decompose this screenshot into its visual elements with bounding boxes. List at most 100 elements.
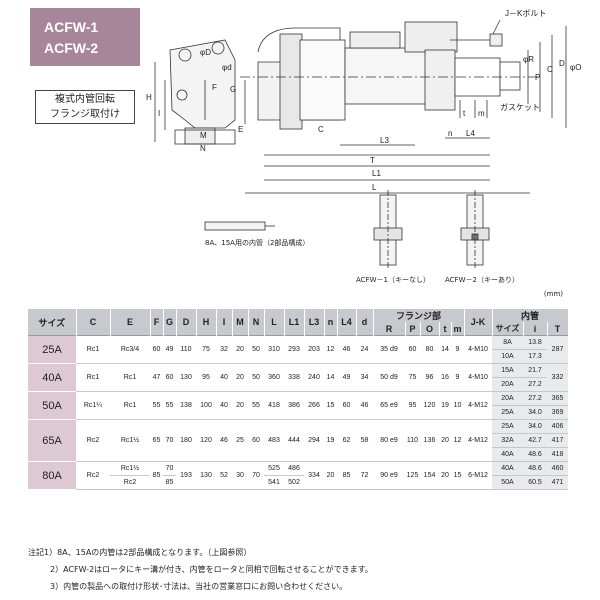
label-d-v: D xyxy=(559,59,565,68)
cell-r: 50 d9 xyxy=(373,363,405,392)
label-c-v: C xyxy=(547,65,553,74)
label-t-small: t xyxy=(463,109,466,118)
label-h: H xyxy=(146,93,152,102)
th-c: C xyxy=(76,309,111,336)
cell-r: 65 e9 xyxy=(373,391,405,420)
th-p: P xyxy=(405,322,421,336)
cell-d: 130 xyxy=(176,363,196,392)
cell-h: 75 xyxy=(196,335,216,364)
cell-tube-i: 21.7 xyxy=(523,363,547,378)
cell-o: 120 xyxy=(420,391,439,420)
cell-n2: 19 xyxy=(324,419,337,462)
cell-size: 50A xyxy=(28,391,76,420)
cell-m-small: 9 xyxy=(451,363,464,392)
cell-tube-t: 460 xyxy=(547,461,569,476)
cell-f: 47 xyxy=(150,363,163,392)
label-n-small: n xyxy=(448,129,452,138)
table-row: 40A Rc1 Rc1 47 60 130 95 40 20 50 360 33… xyxy=(28,363,569,392)
cell-tube-size: 8A xyxy=(492,335,523,350)
cell-jk: 4-M12 xyxy=(464,391,492,420)
cell-o: 136 xyxy=(420,419,439,462)
cell-n: 55 xyxy=(248,391,264,420)
cell-l1-top: 486 xyxy=(284,461,304,476)
cell-tube-i: 48.6 xyxy=(523,447,547,462)
label-phi-r: φR xyxy=(523,55,534,64)
label-l1: L1 xyxy=(372,169,381,178)
cell-e-top: Rc1½ xyxy=(110,461,150,476)
cell-d-small: 58 xyxy=(356,419,373,462)
cell-l3: 240 xyxy=(304,363,324,392)
th-f: F xyxy=(150,309,164,336)
cell-h: 130 xyxy=(196,461,216,490)
cell-jk: 4-M10 xyxy=(464,363,492,392)
table-row: 10A 17.3 xyxy=(28,349,568,364)
th-l1: L1 xyxy=(284,309,305,336)
note-2: 2）ACFW-2はロータにキー溝が付き、内管をロータと同相で回転させることができ… xyxy=(50,565,373,574)
th-d: D xyxy=(176,309,197,336)
cell-m: 30 xyxy=(232,461,248,490)
table-row: 25A Rc1 Rc3/4 60 49 110 75 32 20 50 310 … xyxy=(28,335,569,364)
label-i: I xyxy=(158,109,160,118)
cell-g: 49 xyxy=(163,335,176,364)
label-m-small: m xyxy=(478,109,485,118)
cell-l4: 85 xyxy=(337,461,356,490)
label-g: G xyxy=(230,85,236,94)
cell-tube-t: 332 xyxy=(547,363,569,392)
label-l3: L3 xyxy=(380,136,389,145)
cell-l1: 386 xyxy=(284,391,304,420)
cell-tube-t: 417 xyxy=(547,433,569,448)
spec-table: サイズ C E F G D H I M N L L1 L3 n L4 d フラン… xyxy=(28,309,569,490)
cell-m: 25 xyxy=(232,419,248,462)
cell-tube-t: 418 xyxy=(547,447,569,462)
title-box: ACFW-1 ACFW-2 xyxy=(30,8,140,66)
cell-l-top: 525 xyxy=(264,461,284,476)
notes: 注記1）8A、15Aの内管は2部品構成となります。（上図参照） 2）ACFW-2… xyxy=(28,544,373,595)
table-row: 20A 27.2 xyxy=(28,377,568,392)
cell-tube-size: 25A xyxy=(492,405,523,420)
th-l: L xyxy=(264,309,285,336)
unit-label: (mm) xyxy=(543,290,563,298)
cell-t: 19 xyxy=(439,391,451,420)
cell-l4: 60 xyxy=(337,391,356,420)
cell-r: 90 e9 xyxy=(373,461,405,490)
table-row: 80A Rc2 Rc1½ 85 70 193 130 52 30 70 525 … xyxy=(28,461,569,490)
cell-e: Rc1 xyxy=(110,391,150,420)
table-row: 65A Rc2 Rc1½ 65 70 180 120 46 25 60 483 … xyxy=(28,419,569,462)
cell-l3: 266 xyxy=(304,391,324,420)
caption-acfw1: ACFW－1（キーなし） xyxy=(356,276,430,284)
cell-h: 95 xyxy=(196,363,216,392)
cell-p: 110 xyxy=(405,419,420,462)
caption-inner-tube: 8A、15A用の内管（2部品構成） xyxy=(205,238,309,247)
th-o: O xyxy=(420,322,440,336)
cell-m: 20 xyxy=(232,335,248,364)
cell-i: 32 xyxy=(216,335,232,364)
th-l4: L4 xyxy=(337,309,357,336)
cell-l1: 293 xyxy=(284,335,304,364)
label-f: F xyxy=(212,83,217,92)
cell-l-bottom: 541 xyxy=(264,475,284,490)
cell-size: 80A xyxy=(28,461,76,490)
cell-g-top: 70 xyxy=(163,461,176,476)
cell-d: 110 xyxy=(176,335,196,364)
cell-tube-t: 287 xyxy=(547,335,569,364)
cell-l: 483 xyxy=(264,419,284,462)
cell-i: 40 xyxy=(216,363,232,392)
cell-tube-size: 15A xyxy=(492,363,523,378)
cell-c: Rc2 xyxy=(76,419,110,462)
cell-o: 96 xyxy=(420,363,439,392)
cell-l: 360 xyxy=(264,363,284,392)
th-m-small: m xyxy=(451,322,465,336)
cell-tube-size: 32A xyxy=(492,433,523,448)
cell-n2: 12 xyxy=(324,335,337,364)
cell-d: 193 xyxy=(176,461,196,490)
label-e: E xyxy=(238,125,243,134)
subtitle-line1: 複式内管回転 xyxy=(55,94,115,105)
cell-d: 138 xyxy=(176,391,196,420)
cell-tube-t: 365 xyxy=(547,391,569,406)
cell-tube-t: 369 xyxy=(547,405,569,420)
th-n: N xyxy=(248,309,265,336)
subtitle-box: 複式内管回転 フランジ取付け xyxy=(35,90,135,124)
table-row: Rc2 85 541 502 50A 60.5 471 xyxy=(28,475,569,490)
cell-c: Rc1 xyxy=(76,335,110,364)
cell-l: 418 xyxy=(264,391,284,420)
